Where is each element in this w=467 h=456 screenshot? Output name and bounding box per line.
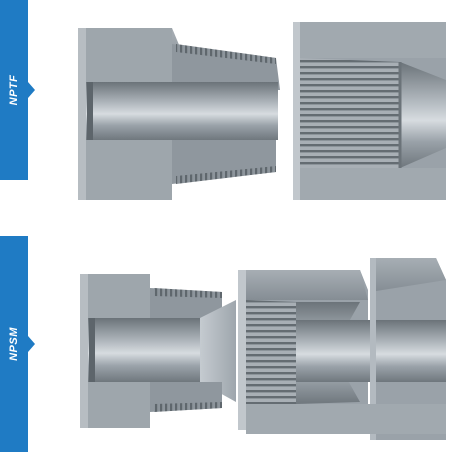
- section-tab-npsm: NPSM: [0, 236, 35, 452]
- section-tab-npt: NPTF: [0, 0, 35, 180]
- tab-pointer: [28, 336, 35, 352]
- npsm-female-fitting-icon: [238, 258, 446, 440]
- npt-female-fitting-icon: [293, 22, 446, 200]
- npsm-male-fitting-icon: [80, 274, 236, 428]
- npt-male-fitting-icon: [78, 28, 280, 200]
- tab-pointer: [28, 82, 35, 98]
